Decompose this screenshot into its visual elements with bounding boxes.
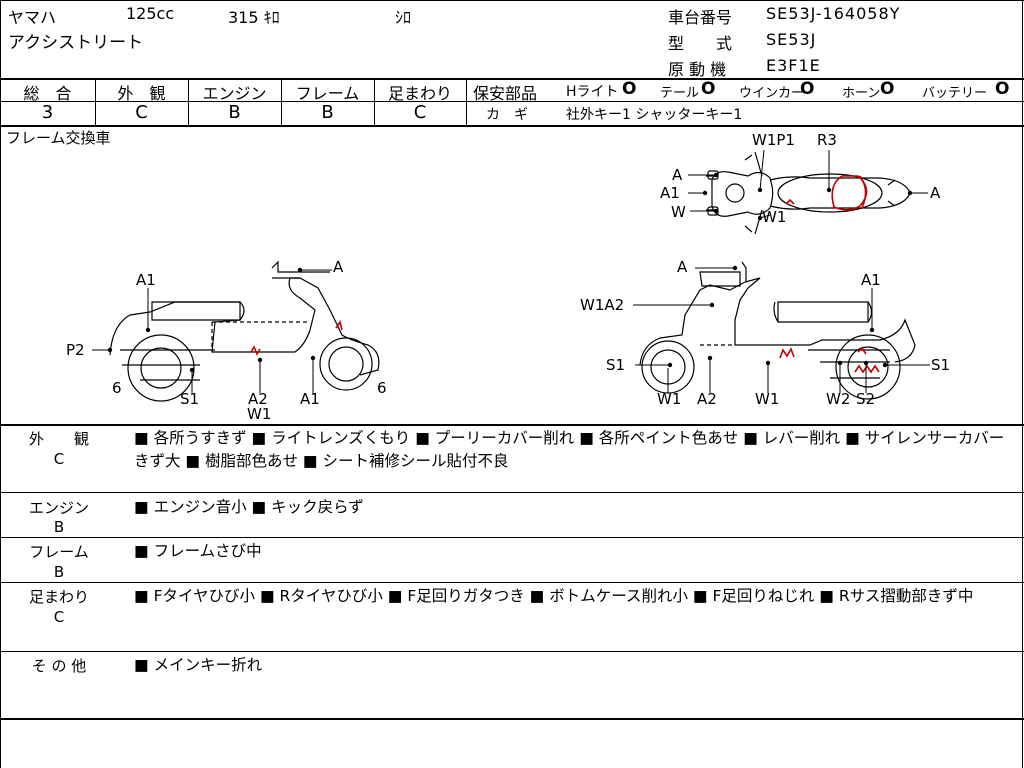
model-name: アクシストリート	[8, 33, 144, 53]
section-suspension-grade: C	[53, 608, 65, 626]
safety-label: 保安部品	[473, 84, 538, 103]
label-right-a: A	[677, 258, 688, 276]
body-color: ｼﾛ	[395, 8, 412, 27]
label-top-r3: R3	[817, 131, 837, 149]
label-right-a1: A1	[861, 271, 881, 289]
label-left-a2: A2	[248, 390, 268, 408]
label-left-6a: 6	[112, 379, 122, 397]
safety-horn-mark: O	[880, 79, 895, 99]
label-right-s1a: S1	[606, 356, 626, 374]
safety-horn: ホーン	[842, 86, 881, 101]
section-frame-label: フレーム	[29, 543, 89, 561]
safety-tail-mark: O	[701, 79, 716, 99]
diagram-note: フレーム交換車	[6, 129, 111, 147]
label-left-a1b: A1	[300, 390, 320, 408]
section-other-text: ■ メインキー折れ	[134, 656, 263, 674]
section-div-5	[0, 718, 1024, 720]
grade-sep-5	[466, 79, 467, 126]
label-left-p2: P2	[66, 341, 85, 359]
displacement: 125cc	[126, 4, 175, 23]
grade-frame-value: B	[321, 102, 334, 123]
right-view-damage	[779, 346, 880, 374]
label-left-a1: A1	[136, 271, 156, 289]
grade-bottom	[0, 125, 1024, 127]
grade-exterior-label: 外 観	[117, 84, 166, 103]
header-divider	[0, 78, 1024, 80]
label-right-w1a2: W1A2	[580, 296, 625, 314]
grade-engine-value: B	[228, 102, 241, 123]
label-top-a-2: A	[930, 184, 941, 202]
label-top-w1: W1	[762, 208, 787, 226]
safety-winker-mark: O	[800, 79, 815, 99]
safety-divider	[466, 101, 1024, 102]
safety-headlight-mark: O	[622, 79, 637, 99]
top-view-damage	[785, 175, 868, 211]
border-left	[0, 0, 1, 768]
safety-headlight: Hライト	[566, 84, 619, 100]
label-right-s2: S2	[856, 390, 876, 408]
safety-battery: バッテリー	[922, 86, 988, 101]
section-frame-grade: B	[53, 563, 65, 581]
grade-sep-2	[188, 79, 189, 126]
section-frame-text: ■ フレームさび中	[134, 542, 262, 560]
section-div-4	[0, 651, 1024, 652]
label-left-6b: 6	[377, 379, 387, 397]
label-left-s1: S1	[180, 390, 200, 408]
label-left-w1: W1	[247, 405, 272, 423]
engine-label: 原 動 機	[668, 60, 727, 79]
engine-value: E3F1E	[766, 56, 821, 75]
label-right-w1b: W1	[755, 390, 780, 408]
section-div-1	[0, 492, 1024, 493]
grade-sep-4	[374, 79, 375, 126]
label-top-a-1: A	[672, 166, 683, 184]
border-top	[0, 0, 1024, 1]
label-right-w1a: W1	[657, 390, 682, 408]
section-suspension-label: 足まわり	[28, 588, 89, 606]
safety-battery-mark: O	[995, 79, 1010, 99]
grade-sep-1	[95, 79, 96, 126]
label-right-w2: W2	[826, 390, 851, 408]
label-left-a: A	[333, 258, 344, 276]
type-value: SE53J	[766, 30, 817, 49]
grade-total-value: 3	[41, 102, 54, 123]
label-top-a1: A1	[660, 184, 680, 202]
section-suspension-text: ■ Fタイヤひび小 ■ Rタイヤひび小 ■ F足回りガタつき ■ ボトムケース削…	[134, 587, 974, 605]
section-engine-text: ■ エンジン音小 ■ キック戻らず	[134, 498, 364, 516]
key-value: 社外キー1 シャッターキー1	[566, 107, 743, 123]
leader-dots	[107, 172, 913, 373]
top-view-scooter	[706, 151, 911, 235]
section-engine-grade: B	[53, 518, 65, 536]
section-exterior-text: ■ 各所うすきず ■ ライトレンズくもり ■ プーリーカバー削れ ■ 各所ペイン…	[134, 429, 1005, 470]
label-top-w: W	[671, 203, 686, 221]
key-label: カ ギ	[486, 107, 528, 123]
safety-tail: テール	[660, 86, 700, 101]
diagram-bottom	[0, 424, 1024, 426]
frame-no: SE53J-164058Y	[766, 4, 901, 23]
label-right-a2: A2	[697, 390, 717, 408]
grade-suspension-label: 足まわり	[387, 84, 452, 103]
section-engine-label: エンジン	[28, 499, 89, 517]
grade-engine-label: エンジン	[202, 84, 267, 103]
type-label: 型 式	[668, 34, 733, 53]
section-other-label: そ の 他	[31, 657, 87, 675]
grade-suspension-value: C	[413, 102, 427, 123]
grade-total-label: 総 合	[23, 84, 72, 103]
section-div-3	[0, 582, 1024, 583]
grade-sep-3	[281, 79, 282, 126]
left-view-damage	[250, 320, 343, 356]
safety-winker: ウインカー	[739, 86, 805, 101]
grade-exterior-value: C	[135, 102, 148, 123]
leader-lines	[92, 149, 930, 393]
mileage: 315 ｷﾛ	[228, 8, 280, 27]
section-exterior-label: 外 観	[28, 430, 89, 448]
label-top-w1p1: W1P1	[752, 131, 795, 149]
frame-no-label: 車台番号	[668, 8, 733, 27]
maker: ヤマハ	[8, 8, 57, 27]
section-exterior-grade: C	[53, 450, 65, 468]
border-right	[1022, 0, 1023, 768]
section-div-2	[0, 537, 1024, 538]
label-right-s1b: S1	[931, 356, 951, 374]
grade-frame-label: フレーム	[295, 84, 360, 103]
grade-divider	[0, 101, 466, 102]
